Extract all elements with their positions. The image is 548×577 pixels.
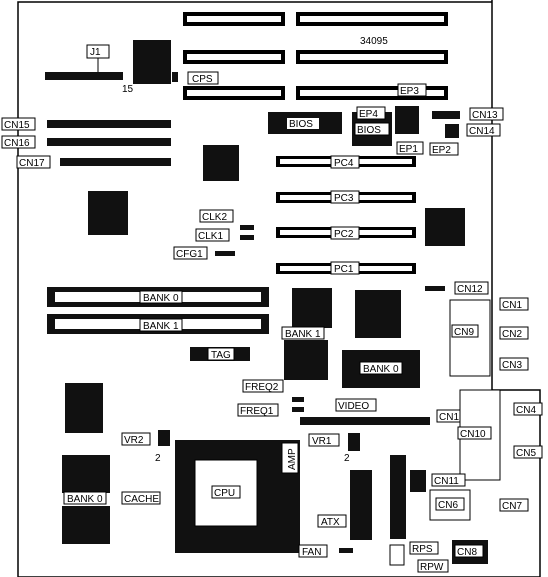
cn4-label: CN4 xyxy=(516,405,536,416)
cn8-label: CN8 xyxy=(457,547,477,558)
cn15-label: CN15 xyxy=(4,120,30,131)
tag-label: TAG xyxy=(211,350,231,361)
cfg1-label: CFG1 xyxy=(176,249,203,260)
bank0-dimm-label: BANK 0 xyxy=(143,293,179,304)
cn11-label: CN11 xyxy=(434,476,459,487)
cn18-connector xyxy=(300,417,430,425)
vr1-pin-label: 2 xyxy=(344,453,350,464)
cn3-label: CN3 xyxy=(502,360,522,371)
freq1-label: FREQ1 xyxy=(240,406,274,417)
chip-video xyxy=(355,290,401,338)
cn9-label: CN9 xyxy=(454,327,474,338)
bios-label: BIOS xyxy=(357,125,381,136)
freq2-label: FREQ2 xyxy=(245,382,279,393)
bios-chip-label: BIOS xyxy=(289,119,313,130)
chip-mid-upper xyxy=(203,145,239,181)
chip-left xyxy=(88,191,128,235)
cn9-connector xyxy=(449,299,491,377)
cn7-label: CN7 xyxy=(502,501,522,512)
bank1-dimm-label: BANK 1 xyxy=(143,321,179,332)
j1-label: J1 xyxy=(90,47,101,58)
amp-label: AMP xyxy=(287,448,298,470)
ep4-label: EP4 xyxy=(359,109,378,120)
vr2-pin-label: 2 xyxy=(155,453,161,464)
chip-top-left xyxy=(133,40,171,84)
cache-chip-lower xyxy=(62,506,110,544)
cn13-label: CN13 xyxy=(472,110,498,121)
atx-connector xyxy=(350,470,372,540)
cn15-17: CN15 CN16 CN17 xyxy=(1,117,171,169)
atx-label: ATX xyxy=(321,517,340,528)
cache-chip-upper xyxy=(62,455,110,493)
cpu-label: CPU xyxy=(214,488,235,499)
rpw-label: RPW xyxy=(420,562,444,573)
ep1-label: EP1 xyxy=(399,144,418,155)
ep2-label: EP2 xyxy=(432,145,451,156)
bank1-mid-sockets xyxy=(292,288,332,328)
cn6-label: CN6 xyxy=(438,500,458,511)
bank1-mid-label: BANK 1 xyxy=(285,329,321,340)
board-code: 34095 xyxy=(360,36,388,47)
j1-connector xyxy=(45,72,123,80)
pc2-label: PC2 xyxy=(334,229,354,240)
pc3-label: PC3 xyxy=(334,193,354,204)
cache-label: CACHE xyxy=(124,494,159,505)
chip-right xyxy=(425,208,465,246)
fan-label: FAN xyxy=(302,547,321,558)
bank0-cache-label: BANK 0 xyxy=(67,494,103,505)
pc1-label: PC1 xyxy=(334,264,354,275)
dimm-banks: BANK 0 BANK 1 xyxy=(47,287,269,334)
cn12-label: CN12 xyxy=(457,284,483,295)
chip-lower-left xyxy=(65,383,103,433)
j1-pin-15: 15 xyxy=(122,84,134,95)
ep3-label: EP3 xyxy=(400,86,419,97)
vr2-label: VR2 xyxy=(124,435,144,446)
rps-label: RPS xyxy=(412,544,433,555)
cn17-label: CN17 xyxy=(19,158,45,169)
clk2-label: CLK2 xyxy=(202,212,227,223)
cps-label: CPS xyxy=(192,74,213,85)
ep-jumper-block xyxy=(395,106,419,134)
bank0-video-label: BANK 0 xyxy=(363,364,399,375)
vr1-label: VR1 xyxy=(312,436,332,447)
clk1-label: CLK1 xyxy=(198,231,223,242)
cn18-label: CN18 xyxy=(439,412,465,423)
pci-slots: PC4 PC3 PC2 PC1 xyxy=(276,155,416,275)
cn5-label: CN5 xyxy=(516,448,536,459)
cn2-label: CN2 xyxy=(502,329,522,340)
cps-label-box xyxy=(187,71,219,85)
video-label: VIDEO xyxy=(338,401,369,412)
cn10-label: CN10 xyxy=(460,429,486,440)
cn1-label: CN1 xyxy=(502,300,522,311)
cn14-label: CN14 xyxy=(469,126,495,137)
cn16-label: CN16 xyxy=(4,138,30,149)
pc4-label: PC4 xyxy=(334,158,354,169)
